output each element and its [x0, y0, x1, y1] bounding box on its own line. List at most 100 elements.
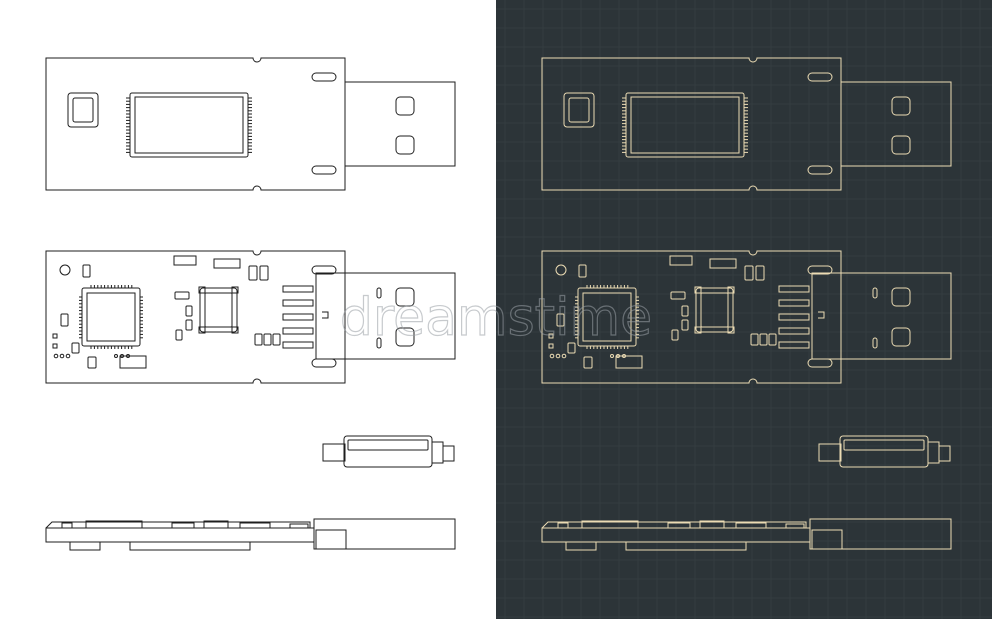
via: [114, 354, 118, 358]
capacitor: [709, 258, 737, 269]
top-view-housing: [541, 57, 952, 191]
side-component-line: [541, 521, 807, 529]
side-top-component: [239, 522, 271, 529]
end-plug-left: [322, 443, 346, 462]
signal-pad: [282, 285, 314, 293]
side-view: [45, 518, 456, 551]
signal-pad: [282, 341, 314, 349]
flash-chip-body: [630, 96, 740, 154]
via: [555, 353, 561, 359]
usb-signal-pads: [282, 285, 314, 349]
signal-pad: [282, 299, 314, 307]
mounting-slot: [807, 72, 833, 82]
capacitor: [185, 319, 193, 331]
plug-contact-window: [891, 135, 911, 155]
resistor: [750, 333, 759, 346]
regulator-tab: [231, 286, 239, 294]
mounting-hole: [555, 264, 567, 276]
resistor: [768, 333, 777, 346]
regulator-body: [700, 292, 729, 328]
via: [610, 354, 614, 358]
via: [65, 353, 71, 359]
controller-chip-pins: [575, 285, 639, 349]
side-top-component: [61, 522, 73, 529]
resistor: [263, 333, 272, 346]
flash-chip-outline: [129, 92, 249, 158]
resistor-array: [119, 355, 147, 369]
pcb-top-view: [541, 250, 952, 384]
led-window-outer: [563, 92, 595, 128]
regulator-tab: [694, 286, 702, 294]
resistor-array: [615, 355, 643, 369]
usb-plug-shell: [344, 81, 456, 167]
resistor: [87, 356, 97, 369]
mounting-hole: [59, 264, 71, 276]
side-top-component: [735, 522, 767, 529]
via: [59, 353, 65, 359]
resistor: [254, 333, 263, 346]
end-body: [839, 435, 929, 468]
connector-mark: [818, 311, 825, 319]
mounting-slot: [807, 165, 833, 175]
resistor: [174, 291, 190, 300]
signal-pad: [778, 327, 810, 335]
end-body-inner: [347, 439, 429, 451]
regulator-tab: [694, 326, 702, 334]
side-connector: [809, 518, 952, 550]
connector-contact: [872, 337, 878, 349]
connector-contact: [376, 337, 382, 349]
via: [622, 354, 626, 358]
mounting-slot: [807, 265, 833, 275]
side-top-component: [171, 522, 195, 529]
resistor: [670, 291, 686, 300]
plug-contact-window: [395, 135, 415, 155]
side-top-chip: [581, 520, 639, 529]
capacitor: [175, 329, 183, 341]
resistor: [272, 333, 281, 346]
test-pad: [52, 333, 58, 339]
side-view: [541, 518, 952, 551]
resistor: [556, 313, 565, 327]
usb-plug-shell: [840, 81, 952, 167]
pcb-outline: [45, 250, 346, 384]
led-window-outer: [67, 92, 99, 128]
side-top-component: [557, 522, 569, 529]
capacitor: [185, 305, 193, 317]
side-top-chip: [85, 520, 143, 529]
connector-contact: [872, 287, 878, 299]
side-pcb: [45, 527, 315, 543]
plug-contact-window: [395, 96, 415, 116]
resistor: [567, 342, 576, 354]
controller-chip-outline: [577, 287, 637, 347]
resistor: [248, 265, 258, 281]
housing-outline: [45, 57, 346, 191]
controller-chip-body: [582, 292, 632, 342]
side-top-component: [667, 522, 691, 529]
side-connector-step: [811, 529, 843, 550]
controller-chip-outline: [81, 287, 141, 347]
connector-mark: [322, 311, 329, 319]
resistor: [259, 265, 269, 281]
mounting-slot: [311, 72, 337, 82]
via: [53, 353, 59, 359]
resistor: [71, 342, 80, 354]
capacitor: [671, 329, 679, 341]
via: [120, 354, 124, 358]
pcb-top-view: [45, 250, 456, 384]
top-view-housing: [45, 57, 456, 191]
pcb-outline: [541, 250, 842, 384]
regulator-outline: [199, 287, 238, 333]
end-body-inner: [843, 439, 925, 451]
flash-chip-pins: [126, 97, 252, 153]
resistor: [578, 264, 587, 278]
side-top-component: [785, 523, 805, 529]
end-plug-right: [938, 445, 951, 462]
signal-pad: [778, 285, 810, 293]
side-component-line: [45, 521, 311, 529]
usb-drive-drawing-light: [45, 57, 456, 551]
connector-window: [891, 327, 911, 347]
mounting-slot: [311, 265, 337, 275]
test-pad: [52, 343, 58, 349]
crystal: [669, 255, 693, 266]
